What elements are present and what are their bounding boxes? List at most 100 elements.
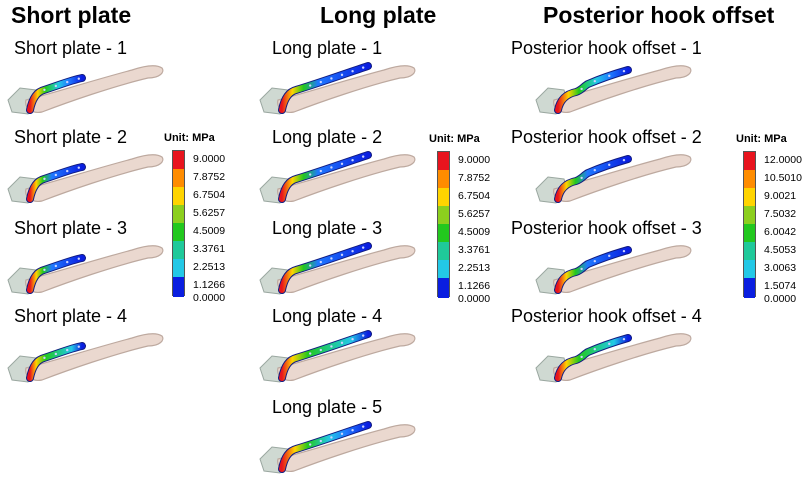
panel-label-long-plate-3: Long plate - 3 bbox=[272, 218, 383, 238]
panel-label-long-plate-5: Long plate - 5 bbox=[272, 397, 383, 417]
screw-hole bbox=[77, 345, 80, 348]
legend-tick: 7.8752 bbox=[458, 172, 491, 184]
bone-shaft bbox=[25, 154, 164, 202]
screw-hole bbox=[608, 163, 611, 167]
legend-tick: 3.0063 bbox=[764, 262, 797, 274]
color-swatch bbox=[173, 277, 184, 297]
screw-hole bbox=[43, 88, 46, 92]
bone-shaft bbox=[277, 424, 416, 472]
plate-stress-map bbox=[555, 247, 631, 293]
legend-tick: 6.7504 bbox=[458, 190, 491, 202]
screw-hole bbox=[593, 168, 596, 172]
screw-hole bbox=[580, 87, 583, 91]
column-title-short-plate: Short plate bbox=[11, 2, 132, 28]
screw-hole bbox=[77, 77, 80, 80]
column-title-posterior-hook-offset: Posterior hook offset bbox=[543, 2, 775, 28]
panel-label-posterior-hook-offset-3: Posterior hook offset - 3 bbox=[511, 218, 702, 238]
panel-label-short-plate-2: Short plate - 2 bbox=[14, 127, 128, 147]
legend-tick: 1.5074 bbox=[764, 280, 797, 292]
screw-hole bbox=[622, 69, 626, 73]
model-posterior-hook-offset-3 bbox=[535, 245, 692, 295]
screw-hole bbox=[361, 66, 365, 69]
bone-shaft bbox=[277, 245, 416, 293]
screw-hole bbox=[340, 162, 344, 166]
legend-tick: 2.2513 bbox=[193, 261, 226, 273]
screw-hole bbox=[351, 429, 354, 432]
model-long-plate-1 bbox=[259, 62, 416, 115]
screw-hole bbox=[66, 169, 69, 173]
screw-hole bbox=[608, 342, 611, 346]
plate-stress-map bbox=[279, 331, 371, 381]
color-swatch bbox=[744, 170, 755, 188]
screw-hole bbox=[43, 356, 46, 360]
screw-hole bbox=[622, 337, 626, 341]
color-swatch bbox=[173, 241, 184, 259]
screw-hole bbox=[54, 352, 58, 356]
screw-hole bbox=[593, 259, 596, 263]
color-scale-bar bbox=[437, 151, 450, 298]
model-long-plate-5 bbox=[259, 421, 416, 474]
plate-stress-map bbox=[555, 335, 631, 381]
plate-stress-map bbox=[279, 152, 371, 202]
bone-shaft bbox=[25, 65, 164, 113]
bone-shaft bbox=[277, 333, 416, 381]
legend-tick: 0.0000 bbox=[193, 292, 226, 304]
color-swatch bbox=[438, 242, 449, 260]
legend-tick: 9.0000 bbox=[458, 154, 491, 166]
legend-tick: 3.3761 bbox=[458, 244, 491, 256]
panel-label-long-plate-4: Long plate - 4 bbox=[272, 306, 383, 326]
bone-shaft bbox=[553, 245, 692, 293]
legend-tick: 6.0042 bbox=[764, 226, 797, 238]
model-posterior-hook-offset-4 bbox=[535, 333, 692, 383]
color-swatch bbox=[438, 260, 449, 278]
plate-stress-map bbox=[279, 243, 371, 293]
legend-tick: 0.0000 bbox=[458, 293, 491, 305]
color-swatch bbox=[438, 278, 449, 298]
panel-label-posterior-hook-offset-4: Posterior hook offset - 4 bbox=[511, 306, 702, 326]
color-swatch bbox=[438, 152, 449, 170]
legend-title: Unit: MPa bbox=[164, 132, 215, 144]
panel-label-short-plate-3: Short plate - 3 bbox=[14, 218, 128, 238]
screw-hole bbox=[54, 173, 58, 177]
model-short-plate-1 bbox=[7, 65, 164, 115]
plate-stress-map bbox=[279, 63, 371, 113]
screw-hole bbox=[319, 169, 323, 173]
color-swatch bbox=[438, 170, 449, 188]
legend-tick: 10.5010 bbox=[764, 172, 802, 184]
screw-hole bbox=[308, 173, 312, 176]
legend-tick: 0.0000 bbox=[764, 293, 797, 305]
screw-hole bbox=[319, 348, 323, 352]
bone-shaft bbox=[25, 333, 164, 381]
model-posterior-hook-offset-1 bbox=[535, 65, 692, 115]
screw-hole bbox=[340, 253, 344, 257]
screw-hole bbox=[622, 158, 626, 162]
screw-hole bbox=[330, 77, 333, 80]
color-swatch bbox=[744, 260, 755, 278]
color-swatch bbox=[173, 187, 184, 205]
legend-tick: 4.5009 bbox=[458, 226, 491, 238]
legend-tick: 4.5009 bbox=[193, 225, 226, 237]
screw-hole bbox=[351, 70, 354, 73]
screw-hole bbox=[593, 79, 596, 83]
model-posterior-hook-offset-2 bbox=[535, 154, 692, 204]
screw-hole bbox=[361, 334, 365, 337]
screw-hole bbox=[593, 347, 596, 351]
legend-tick: 1.1266 bbox=[193, 279, 226, 291]
screw-hole bbox=[330, 345, 333, 348]
color-scale-bar bbox=[743, 151, 756, 298]
screw-hole bbox=[351, 159, 354, 162]
bone-shaft bbox=[553, 154, 692, 202]
color-swatch bbox=[173, 259, 184, 277]
model-long-plate-3 bbox=[259, 242, 416, 295]
screw-hole bbox=[622, 249, 626, 253]
color-swatch bbox=[173, 151, 184, 169]
color-scale-bar bbox=[172, 150, 185, 297]
color-swatch bbox=[438, 224, 449, 242]
screw-hole bbox=[580, 267, 583, 271]
color-swatch bbox=[438, 206, 449, 224]
screw-hole bbox=[308, 352, 312, 355]
screw-hole bbox=[580, 176, 583, 180]
screw-hole bbox=[319, 260, 323, 264]
plate-stress-map bbox=[279, 422, 371, 472]
screw-hole bbox=[54, 264, 58, 268]
